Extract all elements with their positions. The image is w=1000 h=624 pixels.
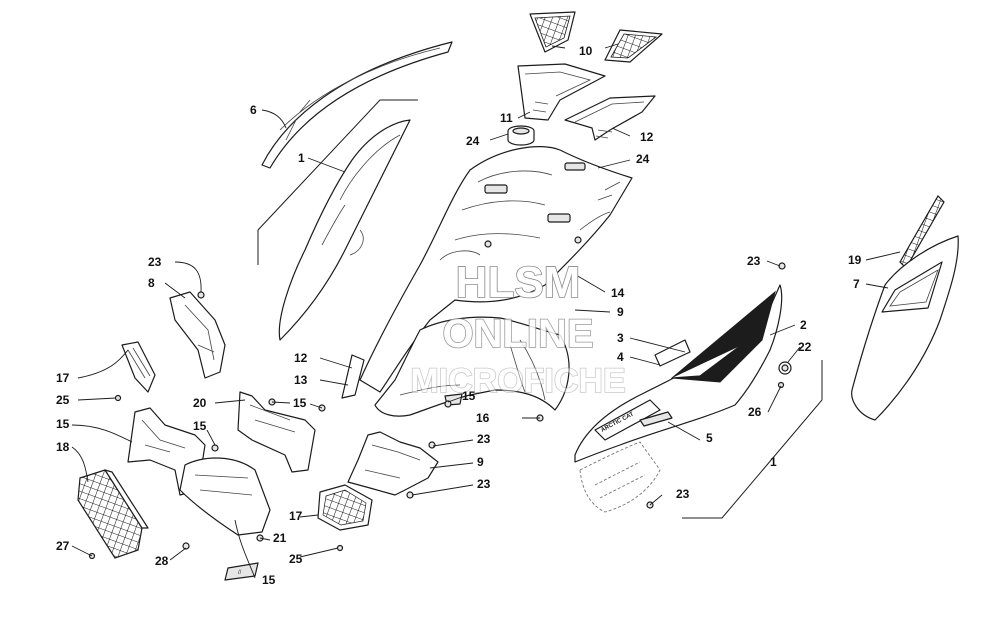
part-17-center-louver xyxy=(317,484,373,531)
callout-23-right: 23 xyxy=(747,254,761,268)
part-10-bracket xyxy=(341,354,365,399)
callout-9-right: 12 xyxy=(640,130,654,144)
callout-27: 27 xyxy=(56,539,70,553)
part-6-right-side-panel xyxy=(851,235,959,421)
leader-lines xyxy=(71,43,901,579)
callout-17-center: 17 xyxy=(289,509,303,523)
callout-24-right: 24 xyxy=(636,152,650,166)
fasteners xyxy=(88,262,792,560)
callout-13: 15 xyxy=(56,417,70,431)
assembly-bracket-1-left xyxy=(257,99,418,265)
callout-28: 28 xyxy=(155,554,169,568)
callout-15-mid: 15 xyxy=(293,396,307,410)
callout-25-left: 25 xyxy=(56,393,70,407)
watermark-line3: MICROFICHE xyxy=(410,362,625,400)
callout-21: 21 xyxy=(273,531,287,545)
callout-26: 26 xyxy=(748,405,762,419)
part-9-vent-duct-left xyxy=(517,63,606,121)
callout-25-center: 25 xyxy=(289,552,303,566)
part-hood-nose xyxy=(374,316,570,417)
callout-16: 16 xyxy=(476,411,490,425)
part-1-left-side-panel xyxy=(278,119,411,341)
callout-15-low: 15 xyxy=(193,419,207,433)
callout-5: 5 xyxy=(706,431,713,445)
assembly-bracket-1-right xyxy=(682,360,823,519)
callout-14: 15 xyxy=(262,573,276,587)
part-14-small-decal: // xyxy=(224,562,259,581)
callout-6-right: 7 xyxy=(853,277,860,291)
callout-labels: 6 1 10 11 12 24 24 14 9 3 4 5 2 22 26 23… xyxy=(56,44,862,587)
part-24-grommet-left xyxy=(507,125,535,146)
part-9-vent-duct-right xyxy=(564,95,656,141)
callout-1-left: 1 xyxy=(298,151,305,165)
callout-4: 4 xyxy=(617,350,624,364)
callout-12-left: 8 xyxy=(148,276,155,290)
part-8-vent-right xyxy=(604,29,663,63)
part-7-hood xyxy=(359,146,633,393)
svg-text://: // xyxy=(238,570,242,576)
callout-15-hood: 14 xyxy=(611,286,625,300)
watermark-line2: ONLINE xyxy=(442,312,593,356)
callout-23-center-a: 23 xyxy=(477,432,491,446)
callout-15-center: 15 xyxy=(462,389,476,403)
callout-17-left: 17 xyxy=(56,371,70,385)
callout-3: 3 xyxy=(617,331,624,345)
watermark-line1: HLSM xyxy=(456,258,581,307)
part-6-upper-trim xyxy=(261,41,453,169)
callout-18: 18 xyxy=(56,440,70,454)
callout-11: 13 xyxy=(294,373,308,387)
callout-12-center: 9 xyxy=(477,455,484,469)
part-3-decal xyxy=(654,339,691,367)
part-18-mesh-grille xyxy=(77,469,149,559)
watermark: HLSM ONLINE MICROFICHE xyxy=(410,257,627,401)
part-lower-front-panel xyxy=(179,457,271,536)
callout-9-left: 11 xyxy=(500,111,513,125)
callout-24-left: 24 xyxy=(466,134,480,148)
callout-7: 9 xyxy=(617,305,624,319)
callout-20: 20 xyxy=(193,396,207,410)
part-lower-right-phantom xyxy=(579,441,661,513)
part-20-lower-duct xyxy=(237,391,316,473)
part-17-left-louver xyxy=(121,341,156,393)
callout-22: 22 xyxy=(798,340,812,354)
callout-1-right: 1 xyxy=(770,455,777,469)
part-12-left-bracket xyxy=(169,291,226,379)
callout-2: 2 xyxy=(800,318,807,332)
callout-10: 12 xyxy=(294,351,308,365)
callout-23-left: 23 xyxy=(148,255,162,269)
callout-19: 19 xyxy=(848,253,862,267)
callout-23-center-b: 23 xyxy=(477,477,491,491)
part-8-vent-left xyxy=(529,11,576,53)
part-12-center-bracket xyxy=(347,431,439,496)
callout-6-top: 6 xyxy=(250,103,257,117)
callout-8: 10 xyxy=(579,44,593,58)
callout-23-bottom: 23 xyxy=(676,487,690,501)
